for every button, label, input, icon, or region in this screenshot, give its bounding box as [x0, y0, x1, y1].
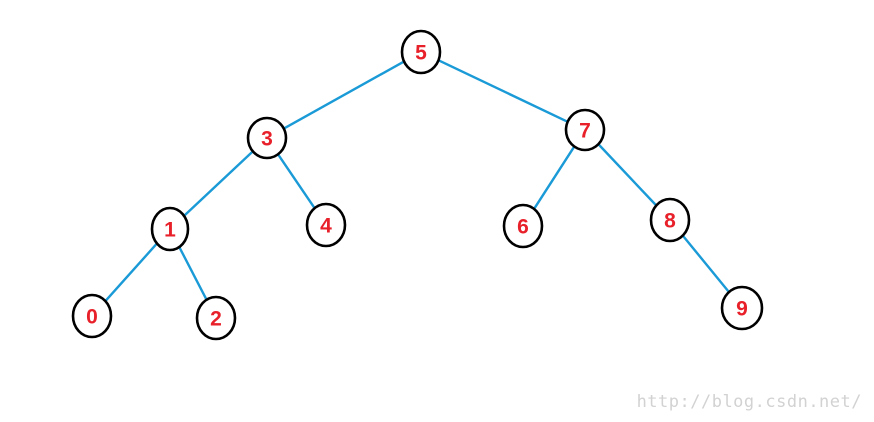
edge-1-to-0: [104, 241, 159, 303]
node-circle: [246, 116, 288, 160]
node-label: 0: [86, 306, 98, 329]
tree-node-4: 4: [305, 202, 347, 248]
edge-5-to-3: [283, 60, 405, 130]
watermark-text: http://blog.csdn.net/: [636, 392, 862, 412]
edge-8-to-9: [681, 234, 730, 293]
edge-5-to-7: [437, 59, 569, 123]
tree-node-7: 7: [564, 108, 606, 152]
tree-edges: [104, 59, 730, 303]
node-label: 3: [261, 128, 273, 151]
tree-node-8: 8: [649, 197, 691, 243]
node-label: 8: [664, 210, 676, 233]
node-label: 5: [415, 42, 427, 65]
tree-node-2: 2: [195, 295, 237, 341]
node-label: 2: [210, 308, 222, 331]
node-circle: [71, 293, 113, 339]
edge-3-to-4: [277, 153, 316, 210]
edge-7-to-8: [597, 143, 658, 207]
node-circle: [649, 197, 691, 243]
node-label: 4: [320, 215, 332, 238]
node-circle: [305, 202, 347, 248]
tree-node-6: 6: [502, 203, 544, 249]
node-label: 7: [579, 120, 591, 143]
edge-7-to-6: [532, 145, 576, 211]
tree-nodes: 5 3 7 1 4 6 8 0 2 9: [71, 29, 764, 341]
node-label: 6: [517, 216, 529, 239]
node-circle: [502, 203, 544, 249]
node-circle: [195, 295, 237, 341]
node-label: 9: [736, 298, 748, 321]
node-circle: [400, 29, 442, 75]
tree-node-1: 1: [150, 206, 190, 252]
node-circle: [720, 285, 764, 331]
tree-node-9: 9: [720, 285, 764, 331]
edge-1-to-2: [177, 244, 209, 302]
node-label: 1: [164, 219, 176, 242]
tree-node-5: 5: [400, 29, 442, 75]
tree-node-0: 0: [71, 293, 113, 339]
node-circle: [564, 108, 606, 152]
edge-3-to-1: [182, 150, 254, 218]
tree-node-3: 3: [246, 116, 288, 160]
node-circle: [150, 206, 190, 252]
